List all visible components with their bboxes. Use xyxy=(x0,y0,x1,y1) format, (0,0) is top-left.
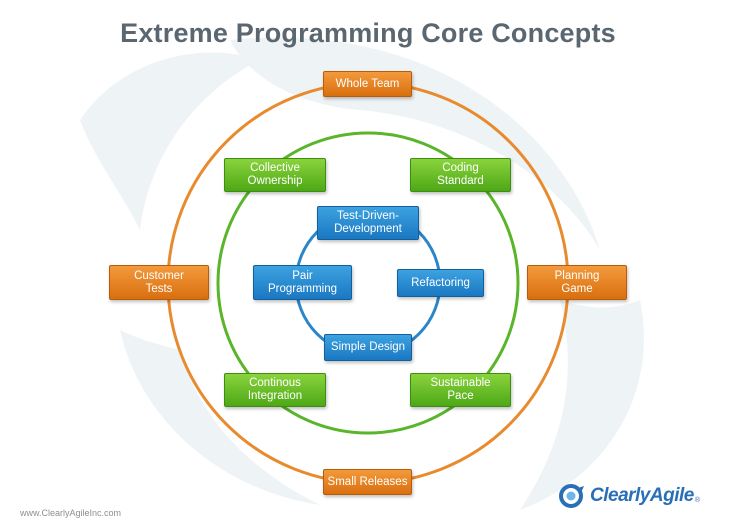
middle-ring xyxy=(216,131,520,435)
node-sustainable-pace: Sustainable Pace xyxy=(410,373,511,407)
logo-registered-mark: ® xyxy=(694,496,700,504)
node-simple-design: Simple Design xyxy=(324,334,412,361)
logo-text: ClearlyAgile xyxy=(590,485,694,506)
node-pair-programming: Pair Programming xyxy=(253,265,352,300)
clearlyagile-swirl-icon xyxy=(559,484,584,508)
node-whole-team: Whole Team xyxy=(323,71,412,97)
node-small-releases: Small Releases xyxy=(323,469,412,495)
node-test-driven-development: Test-Driven- Development xyxy=(317,206,419,240)
outer-ring xyxy=(166,81,570,485)
node-continous-integration: Continous Integration xyxy=(224,373,326,407)
node-refactoring: Refactoring xyxy=(397,269,484,297)
page-title: Extreme Programming Core Concepts xyxy=(120,18,616,48)
node-coding-standard: Coding Standard xyxy=(410,158,511,192)
node-planning-game: Planning Game xyxy=(527,265,627,300)
node-customer-tests: Customer Tests xyxy=(109,265,209,300)
footer-url: www.ClearlyAgileInc.com xyxy=(20,508,122,518)
clearlyagile-logo: ClearlyAgile ® xyxy=(558,483,700,509)
node-collective-ownership: Collective Ownership xyxy=(224,158,326,192)
